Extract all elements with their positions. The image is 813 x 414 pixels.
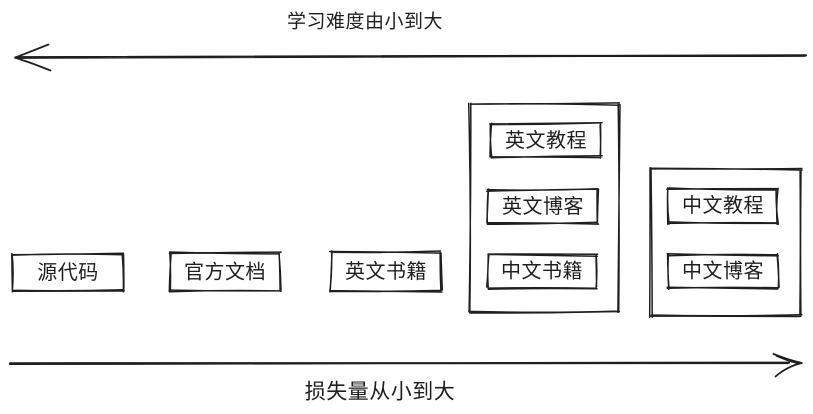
box-label: 中文书籍 [501,260,583,283]
box-chinese-books: 中文书籍 [485,253,599,290]
box-chinese-blogs: 中文博客 [666,252,780,290]
box-official-docs: 官方文档 [168,251,282,293]
box-outline [485,253,599,290]
top-axis-label: 学习难度由小到大 [287,11,443,33]
top-arrow-line [14,54,808,59]
box-outline [489,122,603,159]
left-arrowhead-icon [14,43,52,72]
group-box-1: 英文教程 英文博客 中文书籍 [467,102,621,314]
box-outline [666,187,780,226]
box-label: 中文博客 [682,260,764,283]
bottom-arrow-line [8,361,791,366]
box-outline [11,252,125,293]
box-english-blogs: 英文博客 [486,187,600,226]
bottom-arrow: 损失量从小到大 [8,353,803,404]
right-arrowhead-icon [772,353,803,378]
box-label: 官方文档 [184,261,266,284]
box-chinese-tutorials: 中文教程 [666,187,780,226]
box-source-code: 源代码 [11,252,125,293]
box-label: 英文教程 [505,129,587,152]
box-label: 中文教程 [682,194,764,217]
group-outline [648,166,803,319]
box-outline [666,252,780,290]
box-outline [486,187,600,226]
box-label: 英文博客 [502,195,584,218]
box-outline [328,250,444,293]
box-english-tutorials: 英文教程 [489,122,603,159]
box-label: 源代码 [37,261,99,284]
group-outline [467,102,621,314]
box-english-books: 英文书籍 [328,250,444,293]
box-label: 英文书籍 [345,260,427,283]
top-arrow: 学习难度由小到大 [14,11,808,72]
group-box-2: 中文教程 中文博客 [648,166,803,319]
bottom-axis-label: 损失量从小到大 [305,381,456,404]
box-outline [168,251,282,293]
